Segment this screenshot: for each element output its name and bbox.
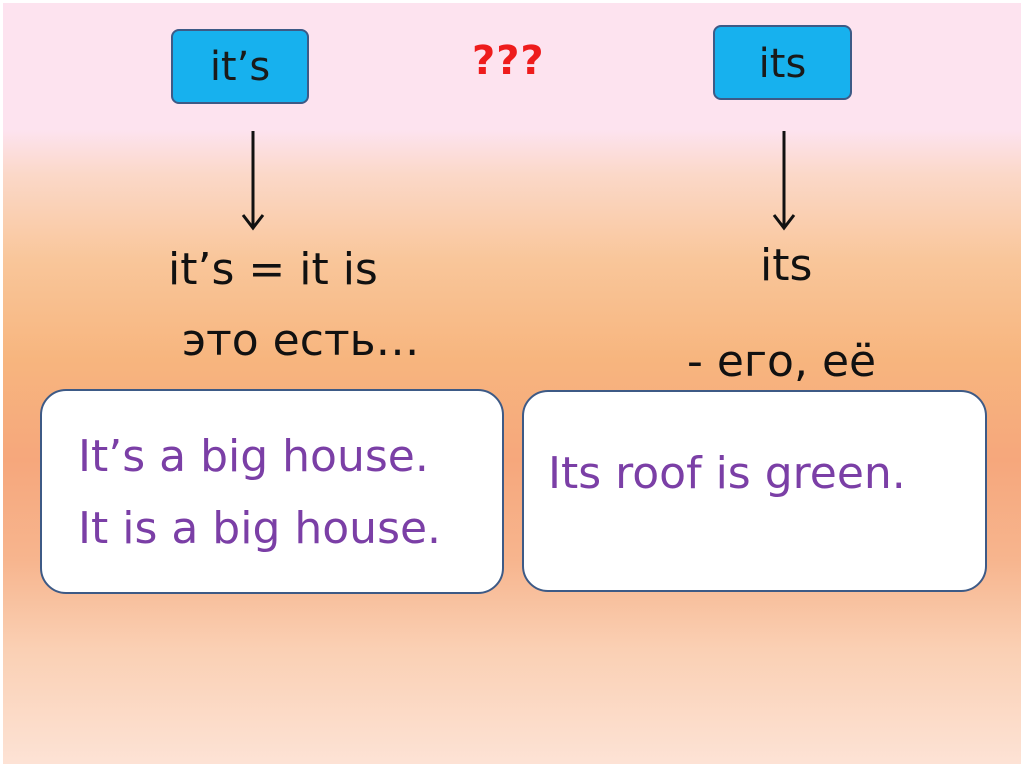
label-its-possessive: its bbox=[758, 41, 807, 87]
arrow-down-right-icon bbox=[772, 131, 796, 231]
translation-ego-ee: - его, её bbox=[687, 336, 877, 387]
example-sentence-contraction: It’s a big house. bbox=[78, 431, 429, 482]
label-box-its-contraction: it’s bbox=[171, 29, 309, 104]
example-sentence-full-form: It is a big house. bbox=[78, 503, 442, 554]
example-box-left: It’s a big house. It is a big house. bbox=[40, 389, 504, 594]
example-sentence-possessive: Its roof is green. bbox=[548, 448, 906, 499]
translation-eto-est: это есть… bbox=[182, 315, 420, 366]
arrow-down-left-icon bbox=[241, 131, 265, 231]
explanation-its-possessive: its bbox=[760, 240, 813, 291]
explanation-its-equals-it-is: it’s = it is bbox=[168, 244, 378, 295]
label-its-contraction: it’s bbox=[209, 44, 271, 90]
question-marks: ??? bbox=[472, 38, 545, 84]
example-box-right: Its roof is green. bbox=[522, 390, 987, 592]
label-box-its-possessive: its bbox=[713, 25, 852, 100]
